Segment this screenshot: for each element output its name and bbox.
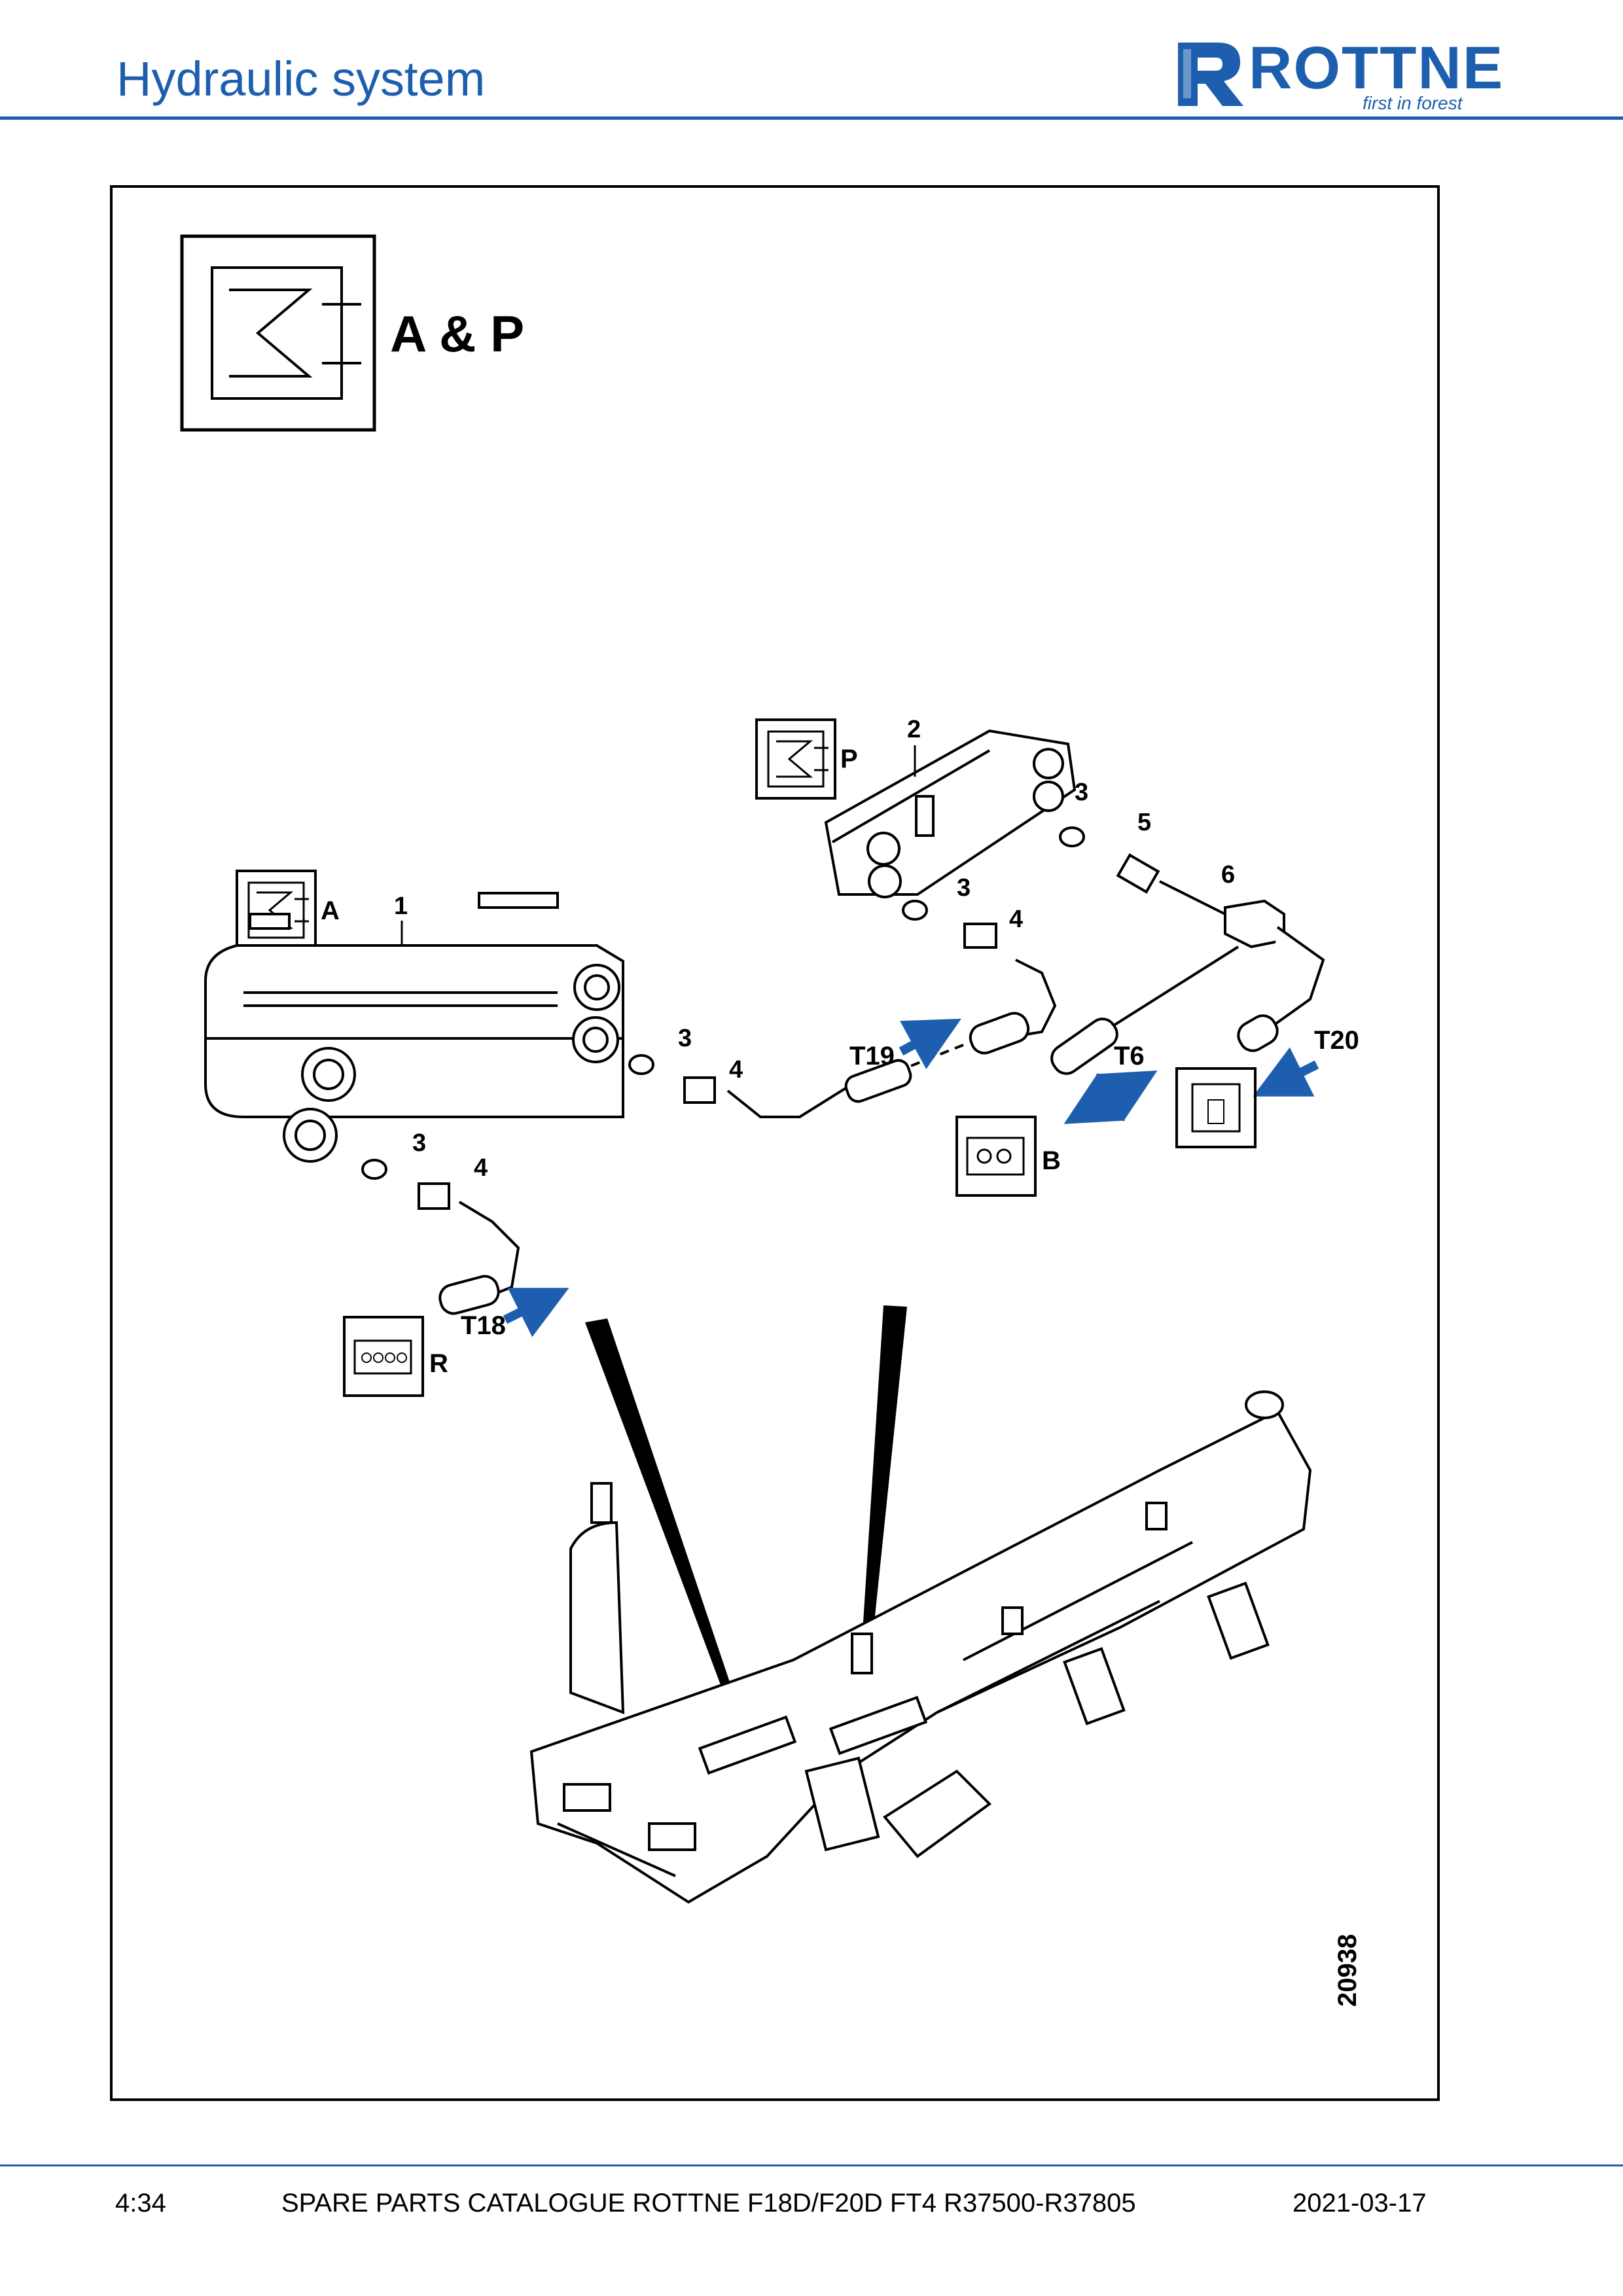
callout-wedge-left	[585, 1318, 742, 1722]
connection-t18: T18	[461, 1311, 506, 1340]
footer-page-number: 4:34	[115, 2189, 166, 2217]
header-rule	[0, 116, 1623, 120]
flow-arrow-t20-icon	[1253, 1047, 1319, 1097]
diagram-heading: A & P	[390, 305, 524, 362]
footer-date: 2021-03-17	[1293, 2189, 1427, 2217]
flow-arrow-t19-icon	[899, 1018, 961, 1069]
part-number-4: 4	[1009, 906, 1023, 933]
connection-t20: T20	[1314, 1026, 1359, 1055]
symbol-label-p: P	[840, 745, 858, 773]
part-number-labels: 1 2 3 3 3 3 4 4 4 5 6	[394, 716, 1235, 1182]
part-number-4: 4	[729, 1056, 743, 1084]
part-number-5: 5	[1137, 809, 1151, 836]
cooler-symbol-p-icon	[755, 718, 836, 800]
footer-rule	[0, 2164, 1623, 2166]
rottne-logo-mark-icon	[1178, 43, 1243, 106]
figure-number: 20938	[1333, 1934, 1362, 2007]
rottne-logo: ROTTNE first in forest	[1171, 33, 1512, 113]
part-number-3: 3	[1075, 779, 1088, 806]
logo-wordmark: ROTTNE	[1249, 35, 1505, 101]
cooler-symbol-a-icon	[236, 870, 317, 951]
symbol-label-a: A	[321, 896, 340, 925]
hose-assembly	[361, 826, 1325, 1315]
part-number-6: 6	[1221, 861, 1235, 889]
symbol-label-r: R	[429, 1349, 448, 1378]
exploded-view-diagram: A & P P A	[180, 234, 1362, 2007]
connection-t19: T19	[849, 1042, 895, 1070]
part-number-1: 1	[394, 892, 408, 920]
connector-symbol-r-icon	[343, 1316, 424, 1397]
part-number-4: 4	[474, 1154, 488, 1182]
connection-t6: T6	[1114, 1042, 1145, 1070]
oil-cooler-1	[204, 892, 624, 1163]
connector-symbol-b-icon	[955, 1116, 1037, 1197]
logo-tagline: first in forest	[1363, 93, 1463, 113]
page-title: Hydraulic system	[116, 52, 486, 106]
part-number-3: 3	[412, 1129, 426, 1157]
footer-catalogue-title: SPARE PARTS CATALOGUE ROTTNE F18D/F20D F…	[281, 2189, 1136, 2217]
part-number-2: 2	[907, 716, 921, 743]
cooler-symbol-large-icon	[180, 234, 376, 432]
part-number-3: 3	[678, 1025, 692, 1052]
tank-symbol-icon	[1175, 1067, 1257, 1148]
machine-frame-illustration	[529, 1390, 1312, 1904]
oil-cooler-2	[824, 729, 1077, 898]
connection-labels: T19 T6 T20 T18	[461, 1018, 1359, 1340]
part-number-3: 3	[957, 874, 971, 902]
symbol-label-b: B	[1042, 1146, 1061, 1175]
diagram-frame: A & P P A	[110, 185, 1440, 2101]
flow-arrow-t18-icon	[503, 1288, 569, 1337]
